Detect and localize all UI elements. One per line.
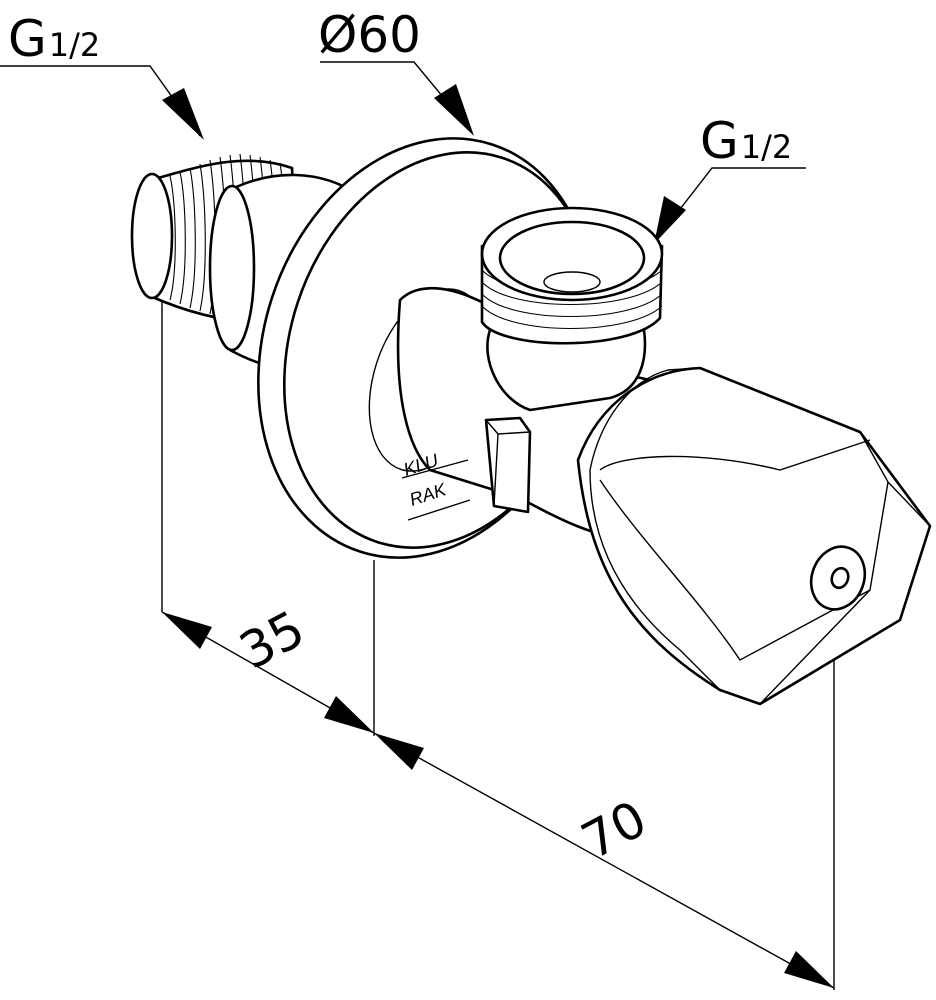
arrow-flange <box>434 84 474 136</box>
label-flange-diameter: Ø60 <box>318 6 421 64</box>
label-thread-left: G1/2 <box>8 10 100 68</box>
inlet-body-face <box>208 184 256 352</box>
arrow-35-start <box>162 612 212 649</box>
arrow-70-end <box>784 951 834 988</box>
arrow-70-start <box>374 733 424 770</box>
dimension-arrows <box>162 84 834 988</box>
arrow-thread-left <box>162 88 204 140</box>
outlet-connector <box>480 206 664 412</box>
label-dim-70: 70 <box>572 790 655 871</box>
label-thread-outlet: G1/2 <box>700 112 792 170</box>
arrow-35-end <box>324 696 374 733</box>
label-dim-35: 35 <box>230 600 313 681</box>
valve-handle <box>576 366 932 706</box>
arrow-outlet <box>654 196 686 244</box>
